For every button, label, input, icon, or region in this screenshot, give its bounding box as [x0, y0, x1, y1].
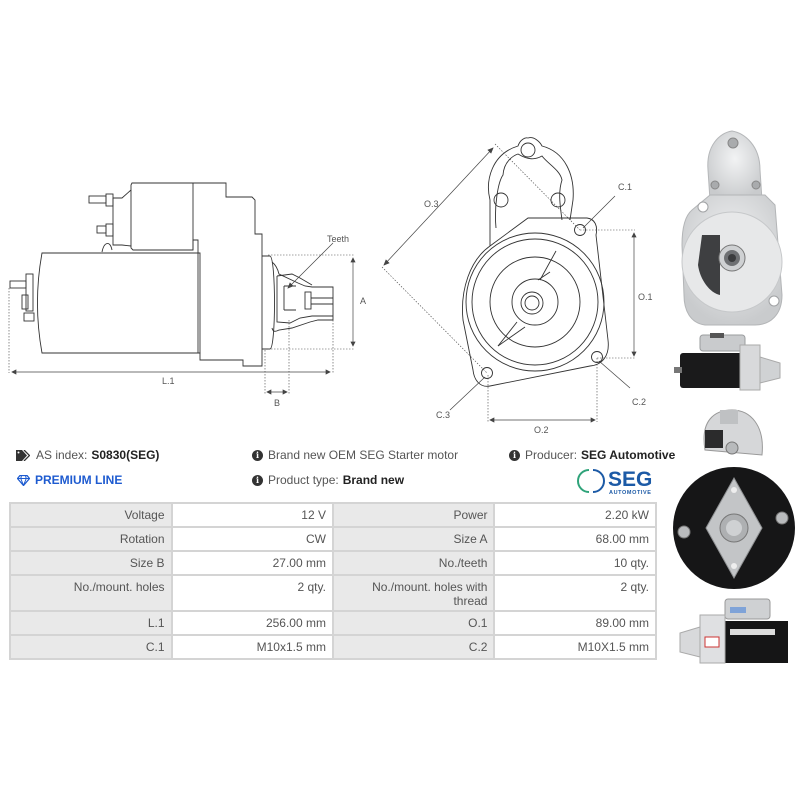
spec-label: Size A	[331, 526, 496, 552]
spec-label: Rotation	[9, 526, 173, 552]
spec-label: C.1	[9, 634, 173, 660]
length-l1-label: L.1	[162, 376, 175, 386]
size-a-label: A	[360, 296, 366, 306]
photo-side-labeled[interactable]	[670, 597, 800, 667]
spec-value: M10x1.5 mm	[170, 634, 334, 660]
spec-value: 2 qty.	[493, 574, 657, 612]
spec-label: No./mount. holes with thread	[331, 574, 496, 612]
teeth-label: Teeth	[327, 234, 349, 244]
spec-label: L.1	[9, 610, 173, 636]
c2-label: C.2	[632, 397, 646, 407]
spec-value: 68.00 mm	[493, 526, 657, 552]
seg-logo-subtext: AUTOMOTIVE	[609, 490, 652, 496]
spec-value: 2 qty.	[170, 574, 334, 612]
seg-automotive-logo: SEG AUTOMOTIVE	[575, 466, 663, 496]
product-type-line: i Product type: Brand new	[252, 473, 404, 487]
photo-side-black[interactable]	[670, 333, 800, 393]
table-row: C.1 M10x1.5 mm C.2 M10X1.5 mm	[9, 634, 657, 660]
product-type-label: Product type:	[268, 473, 339, 487]
spec-value: 2.20 kW	[493, 502, 657, 528]
spec-label: Power	[331, 502, 496, 528]
o1-label: O.1	[638, 292, 653, 302]
spec-label: No./mount. holes	[9, 574, 173, 612]
seg-logo-text: SEG	[608, 468, 652, 491]
table-row: L.1 256.00 mm O.1 89.00 mm	[9, 610, 657, 636]
spec-label: C.2	[331, 634, 496, 660]
tags-icon	[16, 449, 30, 461]
table-row: Size B 27.00 mm No./teeth 10 qty.	[9, 550, 657, 576]
front-view-drawing: C.1 O.1 C.2 C.3 O.2 O.3	[370, 120, 670, 440]
c3-label: C.3	[436, 410, 450, 420]
c1-label: C.1	[618, 182, 632, 192]
spec-label: Size B	[9, 550, 173, 576]
table-row: No./mount. holes 2 qty. No./mount. holes…	[9, 574, 657, 612]
photo-front-flange[interactable]	[670, 125, 800, 330]
info-icon: i	[252, 474, 263, 486]
info-icon: i	[509, 449, 520, 461]
spec-value: CW	[170, 526, 334, 552]
premium-line-label: PREMIUM LINE	[35, 473, 123, 487]
spec-value: M10X1.5 mm	[493, 634, 657, 660]
table-row: Rotation CW Size A 68.00 mm	[9, 526, 657, 552]
description-line: i Brand new OEM SEG Starter motor	[252, 448, 458, 462]
spec-value: 89.00 mm	[493, 610, 657, 636]
o2-label: O.2	[534, 425, 549, 435]
size-b-label: B	[274, 398, 280, 408]
o3-label: O.3	[424, 199, 439, 209]
spec-value: 27.00 mm	[170, 550, 334, 576]
spec-label: No./teeth	[331, 550, 496, 576]
photo-rear-black[interactable]	[670, 400, 800, 595]
table-row: Voltage 12 V Power 2.20 kW	[9, 502, 657, 528]
spec-value: 10 qty.	[493, 550, 657, 576]
as-index: AS index: S0830(SEG)	[16, 448, 159, 462]
description-text: Brand new OEM SEG Starter motor	[268, 448, 459, 462]
specs-table: Voltage 12 V Power 2.20 kW Rotation CW S…	[9, 502, 657, 660]
as-index-value: S0830(SEG)	[91, 448, 160, 462]
premium-line-badge[interactable]: PREMIUM LINE	[17, 473, 122, 487]
producer-label: Producer:	[525, 448, 578, 462]
as-index-label: AS index:	[36, 448, 88, 462]
spec-label: Voltage	[9, 502, 173, 528]
producer-line: i Producer: SEG Automotive	[509, 448, 675, 462]
diamond-icon	[17, 474, 30, 486]
producer-value: SEG Automotive	[581, 448, 676, 462]
spec-value: 256.00 mm	[170, 610, 334, 636]
product-type-value: Brand new	[342, 473, 405, 487]
side-view-drawing: Teeth A B L.1	[0, 170, 370, 420]
spec-value: 12 V	[170, 502, 334, 528]
info-icon: i	[252, 449, 263, 461]
spec-label: O.1	[331, 610, 496, 636]
